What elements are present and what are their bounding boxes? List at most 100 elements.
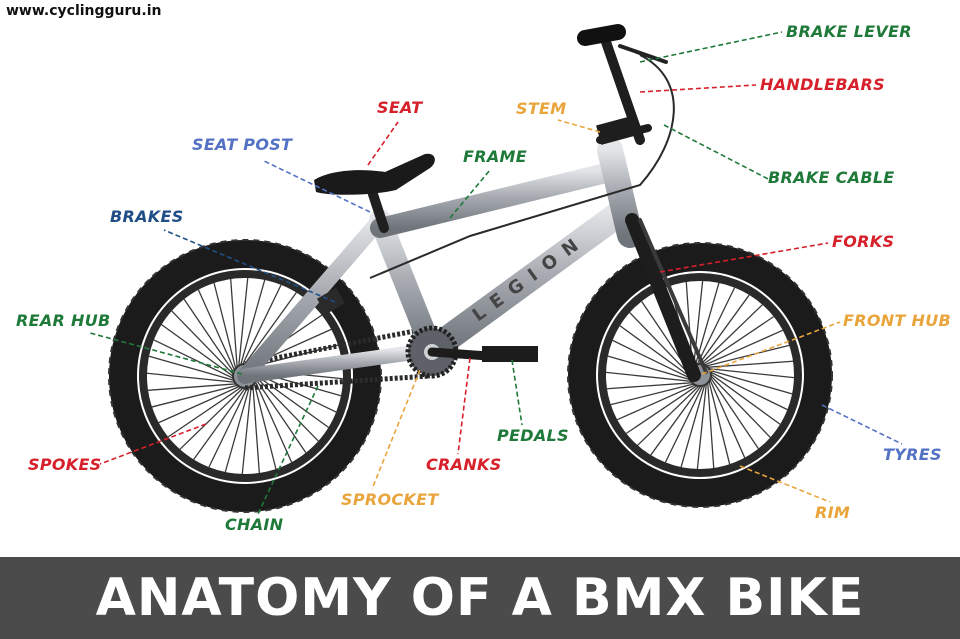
watermark: www.cyclingguru.in <box>6 3 162 19</box>
seat-assembly <box>314 153 435 233</box>
spoke <box>158 380 252 424</box>
brake-lever-shape <box>618 44 668 64</box>
spoke <box>151 381 251 408</box>
rear-rim <box>139 270 351 482</box>
label-brake-cable: BRAKE CABLE <box>768 168 895 187</box>
spoke <box>230 279 239 381</box>
handlebar-assembly <box>577 24 668 145</box>
rear-tyre <box>109 240 381 512</box>
label-spokes: SPOKES <box>28 455 102 474</box>
spoke <box>236 284 282 377</box>
leader-spokes <box>99 423 207 465</box>
label-chain: CHAIN <box>225 515 284 534</box>
spoke <box>148 355 247 385</box>
saddle <box>314 153 435 195</box>
label-seat: SEAT <box>377 98 423 117</box>
label-brakes: BRAKES <box>110 207 184 226</box>
spoke <box>692 304 763 373</box>
chain <box>244 325 431 391</box>
spoke <box>248 368 307 454</box>
handlebar <box>601 37 645 145</box>
drivetrain <box>405 325 538 379</box>
spoke <box>637 377 708 446</box>
spoke <box>694 344 790 370</box>
spoke <box>612 339 701 384</box>
spoke <box>179 378 253 450</box>
spoke <box>695 360 794 369</box>
label-rim: RIM <box>815 503 851 522</box>
label-stem: STEM <box>516 99 567 118</box>
spoke <box>698 366 793 395</box>
spoke <box>193 377 254 460</box>
spoke <box>691 282 720 377</box>
spoke <box>692 316 775 372</box>
label-seat-post: SEAT POST <box>192 135 293 154</box>
spoke <box>699 366 788 411</box>
leader-seat-post <box>261 159 371 213</box>
spoke <box>146 372 248 385</box>
spoke <box>706 370 715 469</box>
spoke <box>208 375 254 468</box>
leader-cranks <box>457 357 471 455</box>
label-cranks: CRANKS <box>426 455 502 474</box>
spoke <box>619 325 699 384</box>
spoke <box>607 355 702 384</box>
label-front-hub: FRONT HUB <box>843 311 952 330</box>
spoke <box>167 379 253 438</box>
label-frame: FRAME <box>463 147 527 166</box>
spoke <box>617 379 707 421</box>
leader-handlebars <box>639 84 757 93</box>
leader-seat <box>367 121 399 166</box>
leader-pedals <box>511 359 523 426</box>
leader-brakes <box>163 229 336 303</box>
spoke <box>693 329 783 371</box>
title-banner: ANATOMY OF A BMX BIKE <box>0 557 960 639</box>
leader-front-hub <box>701 321 841 375</box>
spoke <box>183 298 242 384</box>
spoke <box>251 371 260 473</box>
spoke <box>610 380 706 406</box>
spoke <box>704 368 746 458</box>
spoke <box>605 371 703 384</box>
spoke <box>703 367 759 450</box>
label-tyres: TYRES <box>883 445 942 464</box>
spoke <box>224 374 254 473</box>
spoke <box>213 282 240 382</box>
front-rim <box>598 273 802 477</box>
spoke <box>664 374 709 463</box>
leader-forks <box>659 242 829 273</box>
label-handlebars: HANDLEBARS <box>760 75 885 94</box>
grip <box>577 24 626 46</box>
spoke <box>625 378 708 434</box>
spoke <box>650 376 709 456</box>
crank-arm <box>427 347 493 361</box>
spoke <box>236 279 266 378</box>
front-tyre <box>568 243 832 507</box>
label-brake-lever: BRAKE LEVER <box>786 22 912 41</box>
spoke <box>696 372 709 470</box>
frame-brand: LEGION <box>469 229 591 326</box>
spoke <box>148 382 250 391</box>
leader-tyres <box>821 404 903 445</box>
page-title: ANATOMY OF A BMX BIKE <box>95 568 865 628</box>
spoke <box>236 277 249 379</box>
leader-brake-lever <box>639 31 783 63</box>
spoke <box>701 366 781 425</box>
leader-rim <box>739 465 831 503</box>
label-rear-hub: REAR HUB <box>16 311 111 330</box>
spoke <box>606 381 705 390</box>
spoke <box>236 292 297 375</box>
leader-rear-hub <box>89 332 243 375</box>
label-sprocket: SPROCKET <box>341 490 439 509</box>
leader-stem <box>557 119 601 133</box>
spoke <box>197 289 241 383</box>
brake-cable <box>369 54 675 279</box>
fork <box>625 213 708 382</box>
leader-brake-cable <box>663 124 771 181</box>
label-forks: FORKS <box>832 232 895 251</box>
spoke <box>161 324 244 385</box>
label-pedals: PEDALS <box>497 426 569 445</box>
spoke <box>680 373 709 468</box>
leader-sprocket <box>371 369 421 490</box>
